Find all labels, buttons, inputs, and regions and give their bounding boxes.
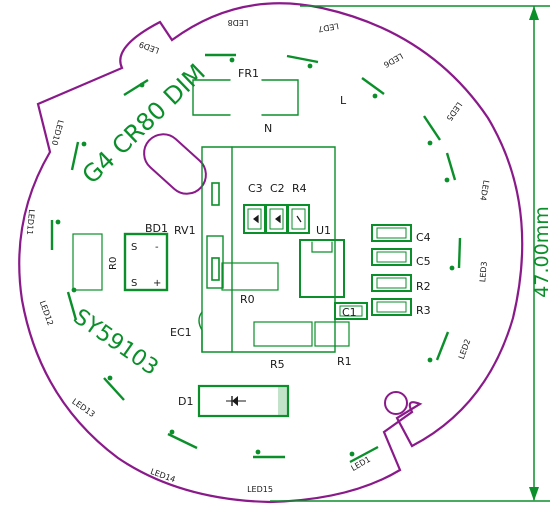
led-polarity-dot xyxy=(427,140,433,146)
label-n: N xyxy=(264,122,272,135)
label-u1: U1 xyxy=(316,224,331,237)
label-c1: C1 xyxy=(342,306,357,319)
bd1-body xyxy=(123,232,169,292)
led-polarity-dot xyxy=(71,287,77,293)
led-polarity-dot xyxy=(449,265,455,271)
fr1-footprint xyxy=(192,79,299,116)
label-c2: C2 xyxy=(270,182,285,195)
led-polarity-dot xyxy=(169,429,175,435)
led-footprint xyxy=(423,115,441,141)
led-footprint xyxy=(70,141,80,171)
ec1-body xyxy=(198,311,203,353)
led-polarity-dot xyxy=(107,375,113,381)
r1-body xyxy=(314,321,350,347)
led-footprint xyxy=(286,54,319,64)
led-label: LED10 xyxy=(50,119,65,146)
right-pads xyxy=(371,224,412,316)
r0-left-body xyxy=(72,233,103,291)
led-polarity-dot xyxy=(444,177,450,183)
led-footprint xyxy=(445,152,457,181)
led-polarity-dot xyxy=(255,449,261,455)
led-label: LED7 xyxy=(317,21,339,33)
label-r4: R4 xyxy=(292,182,307,195)
led-footprint xyxy=(457,237,462,269)
label-ec1: EC1 xyxy=(170,326,192,339)
svg-text:S: S xyxy=(131,278,137,289)
label-r3: R3 xyxy=(416,304,431,317)
led-label: LED6 xyxy=(382,51,404,69)
led-polarity-dot xyxy=(349,451,355,457)
led-label: LED2 xyxy=(457,338,473,361)
d1-body xyxy=(197,384,290,418)
led-footprint xyxy=(103,377,125,401)
led-label: LED8 xyxy=(228,18,249,27)
dimension-arrow-bottom xyxy=(529,487,539,501)
label-c5: C5 xyxy=(416,255,431,268)
label-d1: D1 xyxy=(178,395,193,408)
svg-text:+: + xyxy=(153,278,161,289)
slot-pad xyxy=(143,133,207,195)
pad-small-1 xyxy=(211,182,220,206)
led-label: LED9 xyxy=(138,40,161,56)
led-label: LED3 xyxy=(478,261,489,282)
mounting-hole xyxy=(384,391,408,415)
label-r0-center: R0 xyxy=(240,293,255,306)
led-polarity-dot xyxy=(55,219,61,225)
svg-text:S: S xyxy=(131,242,137,253)
label-r0-left: R0 xyxy=(108,257,119,270)
label-r1: R1 xyxy=(337,355,352,368)
label-r5: R5 xyxy=(270,358,285,371)
led-footprint xyxy=(435,331,450,361)
label-fr1: FR1 xyxy=(238,67,259,80)
svg-text:-: - xyxy=(155,242,159,253)
led-footprint xyxy=(349,445,379,464)
led-label: LED12 xyxy=(38,299,55,326)
led-footprint xyxy=(167,432,198,450)
led-footprint xyxy=(361,77,385,95)
part-number: SY59103 xyxy=(69,304,163,380)
led-label: LED11 xyxy=(25,209,36,236)
label-bd1: BD1 xyxy=(145,222,168,235)
pad-small-2 xyxy=(211,257,220,281)
led-polarity-dot xyxy=(81,141,87,147)
led-polarity-dot xyxy=(427,357,433,363)
led-polarity-dot xyxy=(307,63,313,69)
led-footprint xyxy=(66,291,78,321)
rv1-body xyxy=(206,235,224,289)
dimension-arrow-top xyxy=(529,6,539,20)
led-label: LED4 xyxy=(478,179,490,201)
main-ic-outline xyxy=(201,146,336,353)
led-label: LED15 xyxy=(247,485,273,494)
led-footprint xyxy=(123,78,149,97)
r0-center-body xyxy=(221,262,279,291)
led-polarity-dot xyxy=(139,82,145,88)
c1-pad xyxy=(334,302,368,320)
label-c4: C4 xyxy=(416,231,431,244)
led-polarity-dot xyxy=(229,57,235,63)
led-polarity-dot xyxy=(372,93,378,99)
label-r2: R2 xyxy=(416,280,431,293)
led-label: LED5 xyxy=(444,100,463,122)
u1-body xyxy=(299,239,345,298)
label-c3: C3 xyxy=(248,182,263,195)
dimension-label: 47.00mm xyxy=(531,206,552,297)
r5-body xyxy=(253,321,313,347)
smd-pads-top xyxy=(243,204,310,234)
label-rv1: RV1 xyxy=(174,224,196,237)
board-outline xyxy=(18,2,524,504)
label-l: L xyxy=(340,94,347,107)
